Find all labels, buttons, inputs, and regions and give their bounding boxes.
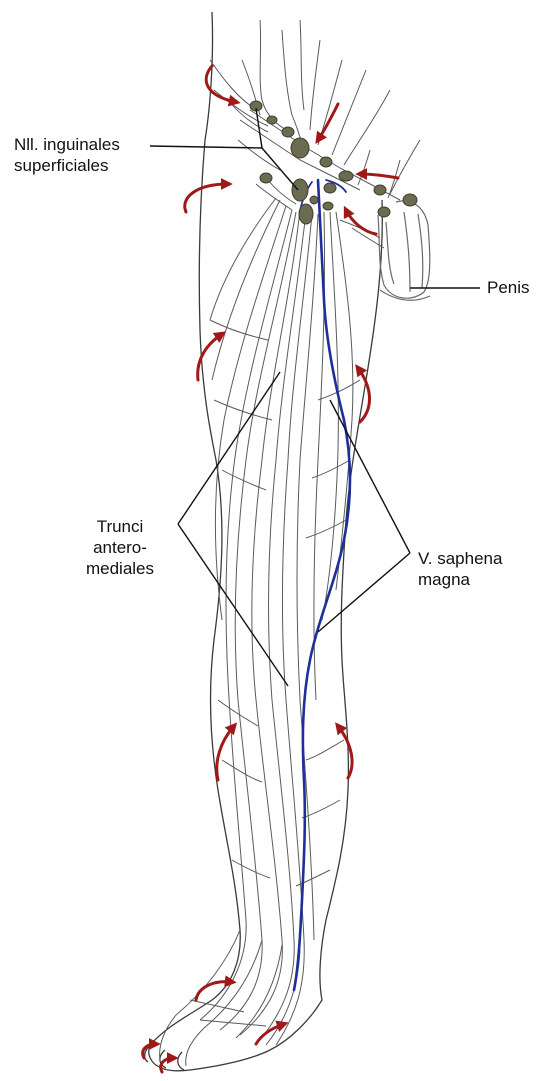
leader-trunci-lower — [178, 524, 288, 686]
lymph-node-icon — [291, 138, 309, 158]
label-line: Penis — [487, 277, 530, 298]
lymph-node-icon — [260, 173, 272, 183]
flow-arrow-icon — [346, 210, 376, 234]
lymph-node-icon — [267, 116, 277, 124]
lymph-node-icon — [310, 196, 318, 204]
flow-arrow-icon — [338, 726, 352, 778]
label-penis: Penis — [487, 277, 530, 298]
label-line: superficiales — [14, 155, 120, 176]
lymph-node-icon — [403, 194, 417, 206]
leader-saphena-upper — [330, 400, 410, 553]
lymph-node-icon — [282, 127, 294, 137]
flow-arrow-icon — [185, 184, 228, 212]
label-line: V. saphena — [418, 548, 502, 569]
leader-lines — [150, 108, 480, 686]
lymph-node-icon — [292, 179, 308, 201]
leader-saphena-lower — [318, 553, 410, 632]
label-line: Trunci — [70, 516, 170, 537]
flow-arrow-icon — [318, 104, 338, 140]
lymph-node-icon — [378, 207, 390, 217]
label-v-saphena-magna: V. saphena magna — [418, 548, 502, 590]
label-line: magna — [418, 569, 502, 590]
lymph-node-icon — [323, 202, 333, 210]
label-nll-inguinales-superficiales: Nll. inguinales superficiales — [14, 134, 120, 176]
flow-arrows — [143, 66, 398, 1072]
lymph-node-icon — [324, 183, 336, 193]
lymph-vessels — [160, 198, 360, 1066]
lymph-node-icon — [339, 171, 353, 181]
label-trunci-anteromediales: Trunci antero- mediales — [70, 516, 170, 579]
label-line: antero- — [70, 537, 170, 558]
lymph-node-icon — [374, 185, 386, 195]
label-line: mediales — [70, 558, 170, 579]
label-line: Nll. inguinales — [14, 134, 120, 155]
lymph-node-icon — [299, 204, 313, 224]
flow-arrow-icon — [360, 174, 398, 178]
lymph-node-icon — [320, 157, 332, 167]
